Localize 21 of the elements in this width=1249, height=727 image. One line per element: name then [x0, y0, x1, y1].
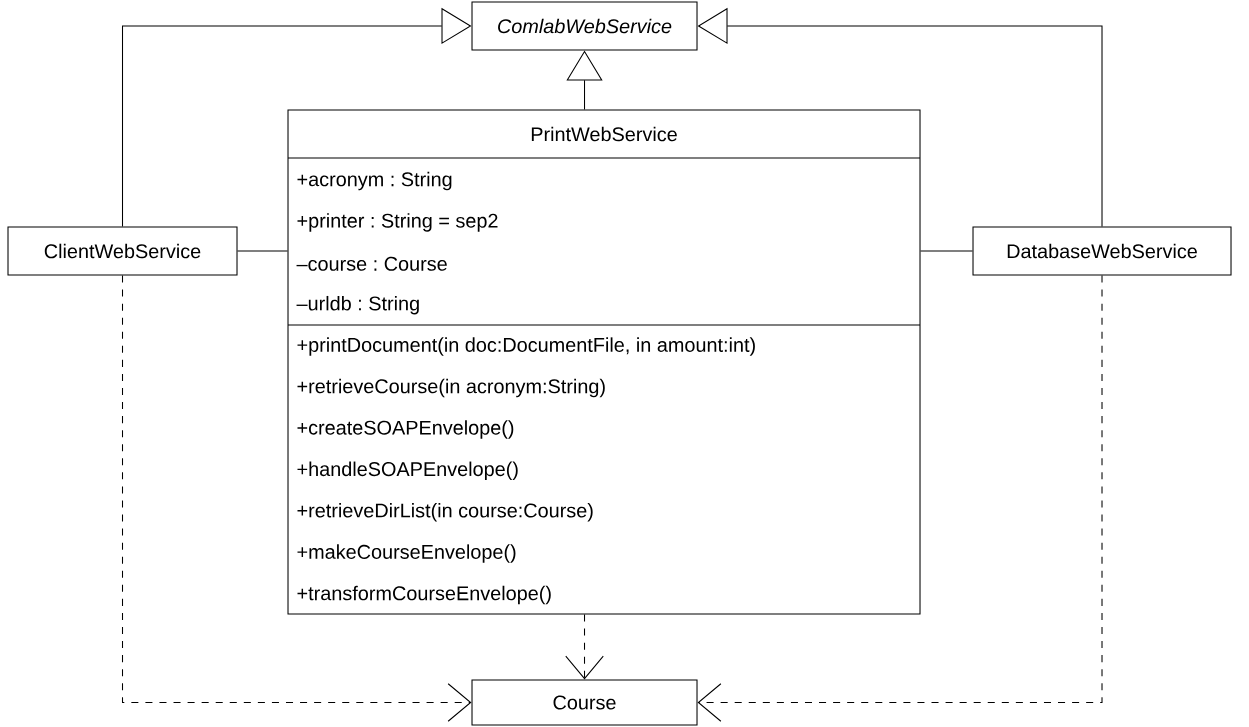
member-text: +makeCourseEnvelope()	[297, 544, 516, 563]
member-text: +handleSOAPEnvelope()	[297, 461, 518, 481]
member-text: –urldb : String	[296, 295, 419, 315]
association-line	[920, 250, 973, 252]
member-text: +retrieveCourse(in acronym:String)	[297, 378, 605, 398]
class-box	[287, 109, 921, 615]
member-text: +createSOAPEnvelope()	[297, 420, 514, 439]
member-text: –course : Course	[296, 256, 447, 271]
class-box: DatabaseWebService	[972, 226, 1232, 276]
class-box: ClientWebService	[7, 226, 238, 276]
member-text: +acronym : String	[297, 171, 452, 191]
dependency-arrow	[697, 275, 1103, 722]
class-box: ComlabWebService	[471, 1, 698, 51]
member-text: +printDocument(in doc:DocumentFile, in amount:int)	[297, 337, 755, 356]
member-text: +printer : String = sep2	[297, 213, 498, 232]
dependency-arrow	[122, 275, 472, 722]
class-box: Course	[471, 679, 698, 726]
association-line	[237, 250, 288, 252]
member-text: +retrieveDirList(in course:Course)	[297, 502, 593, 522]
class-name: PrintWebService	[531, 126, 677, 142]
member-text: +transformCourseEnvelope()	[297, 585, 551, 605]
